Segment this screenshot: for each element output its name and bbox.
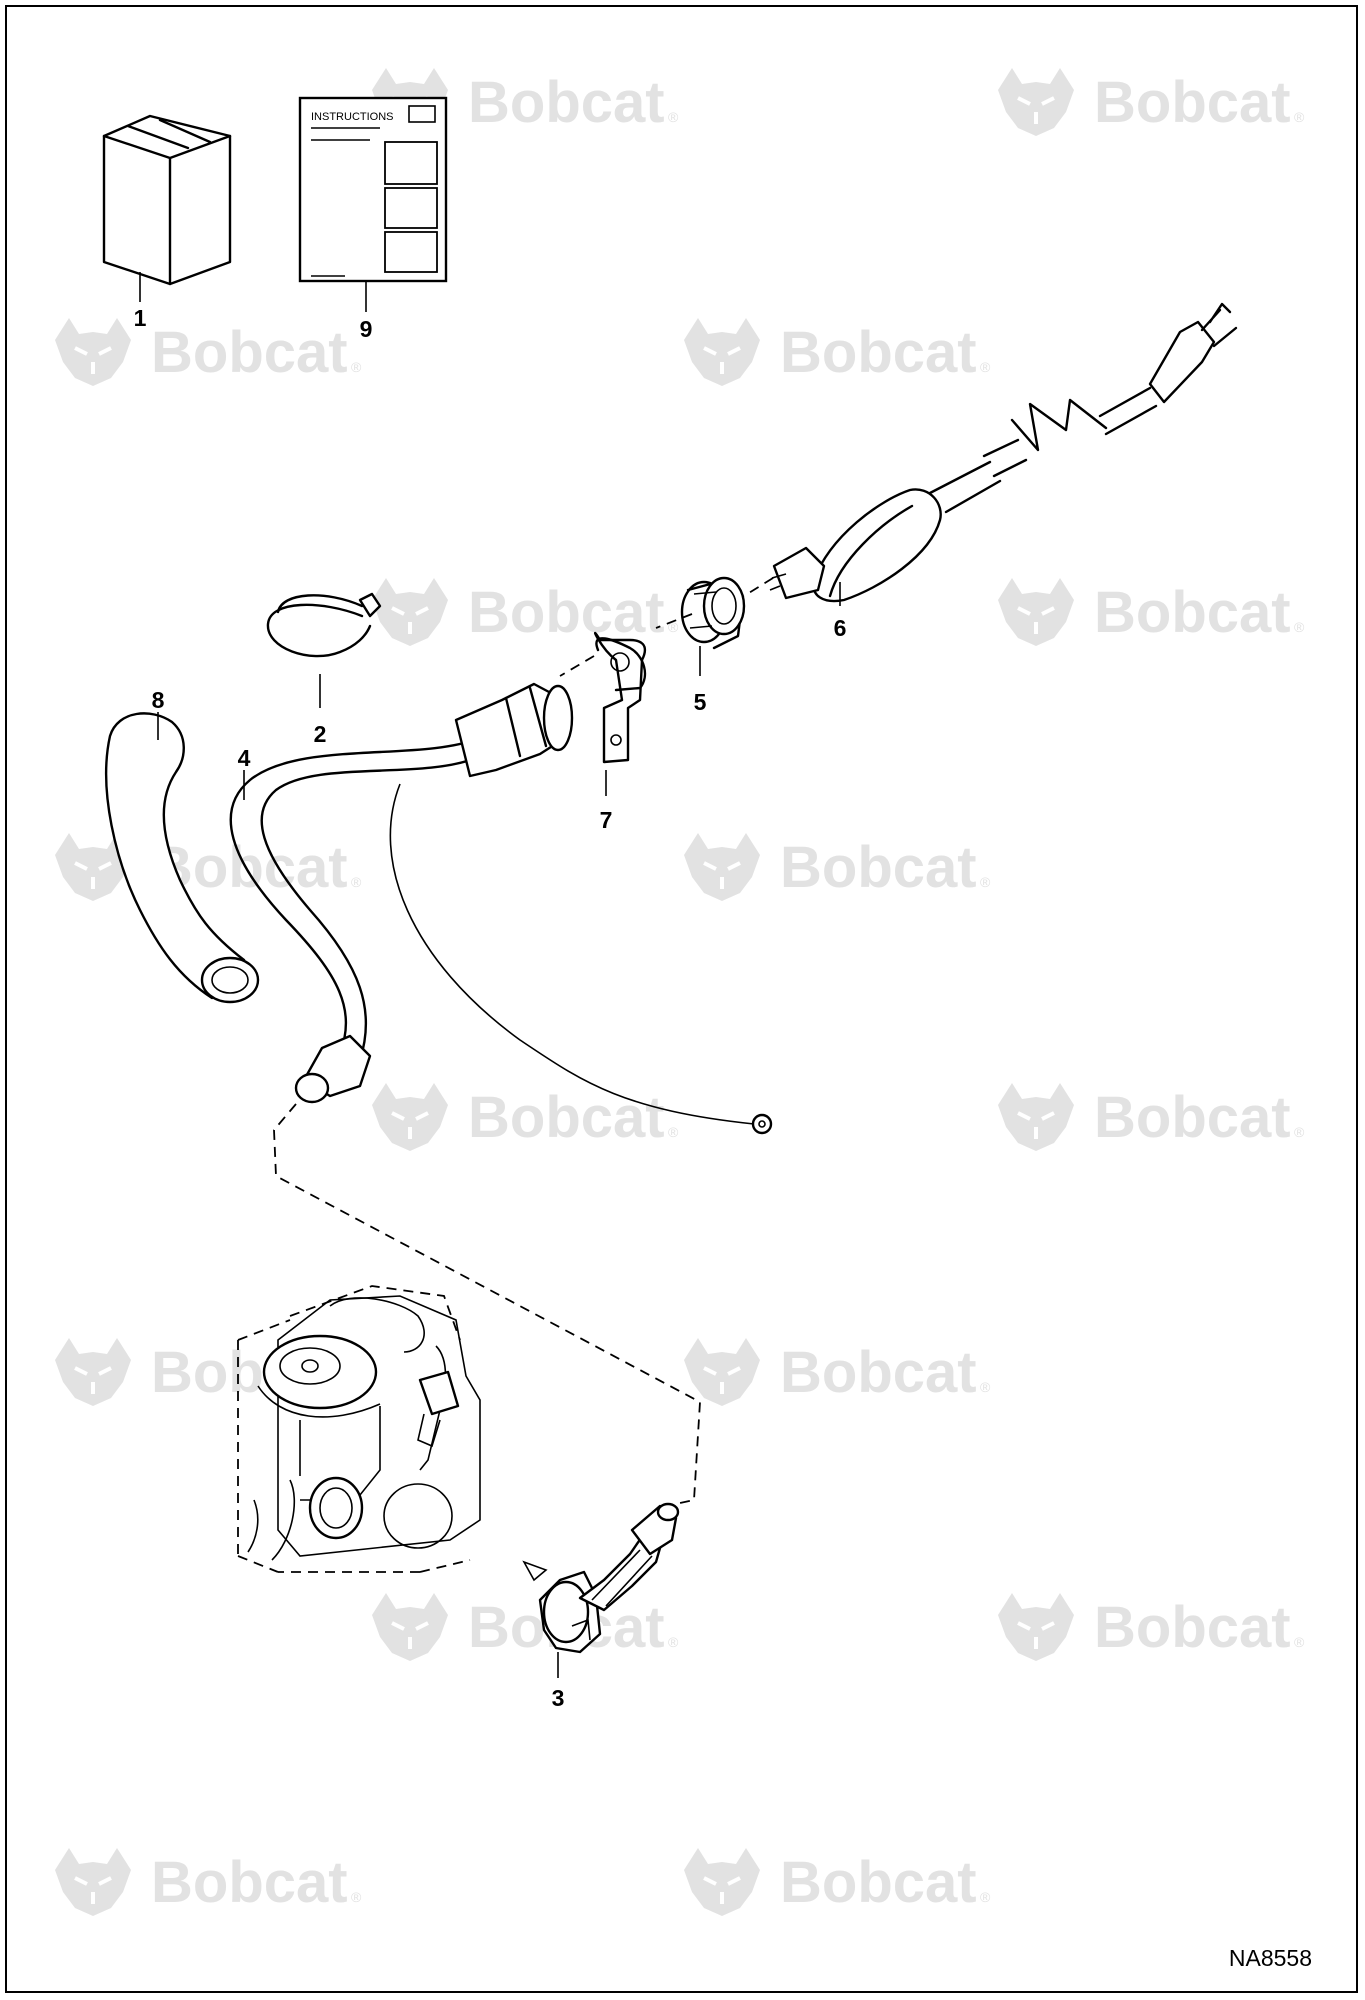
bobcat-logo-icon <box>682 1846 762 1918</box>
watermark: Bobcat® <box>53 1846 362 1918</box>
bobcat-logo-icon <box>682 1336 762 1408</box>
bobcat-logo-icon <box>996 1591 1076 1663</box>
watermark: Bobcat® <box>370 576 679 648</box>
bobcat-logo-icon <box>996 1081 1076 1153</box>
watermark-text: Bobcat <box>1094 70 1291 135</box>
bobcat-logo-icon <box>370 1081 450 1153</box>
watermark-text: Bobcat <box>780 1850 977 1915</box>
watermark-mark: ® <box>980 1889 991 1905</box>
watermark: Bobcat® <box>53 831 362 903</box>
bobcat-logo-icon <box>370 576 450 648</box>
bobcat-logo-icon <box>370 1591 450 1663</box>
watermark: Bobcat® <box>370 1081 679 1153</box>
watermark-mark: ® <box>668 109 679 125</box>
block-heater-icon <box>522 1502 680 1654</box>
figure-id: NA8558 <box>1229 1945 1312 1971</box>
watermark: Bobcat® <box>682 831 991 903</box>
watermark-text: Bobcat <box>468 70 665 135</box>
callout-9: 9 <box>360 316 373 342</box>
watermark-mark: ® <box>351 1889 362 1905</box>
callout-3: 3 <box>552 1685 565 1711</box>
watermark-text: Bobcat <box>151 320 348 385</box>
watermark: Bobcat® <box>53 316 362 388</box>
instruction-sheet-icon: INSTRUCTIONS <box>298 96 448 283</box>
hose-sleeve-icon <box>104 712 260 1004</box>
callout-1: 1 <box>134 305 147 331</box>
instructions-title: INSTRUCTIONS <box>311 111 394 123</box>
watermark: Bobcat® <box>996 66 1305 138</box>
watermark-mark: ® <box>980 874 991 890</box>
cable-tie-icon <box>266 592 382 658</box>
watermark-mark: ® <box>980 359 991 375</box>
watermark-mark: ® <box>668 1124 679 1140</box>
watermark: Bobcat® <box>996 1591 1305 1663</box>
watermark: Bobcat® <box>996 576 1305 648</box>
callout-2: 2 <box>314 721 327 747</box>
watermark-text: Bobcat <box>780 320 977 385</box>
engine-block-icon <box>237 1285 481 1573</box>
watermark: Bobcat® <box>370 66 679 138</box>
watermark-mark: ® <box>668 1634 679 1650</box>
watermark-mark: ® <box>1294 619 1305 635</box>
callout-8: 8 <box>152 687 165 713</box>
watermark-text: Bobcat <box>151 1850 348 1915</box>
watermark-text: Bobcat <box>780 835 977 900</box>
watermark-mark: ® <box>351 874 362 890</box>
watermark-text: Bobcat <box>468 580 665 645</box>
callout-7: 7 <box>600 807 613 833</box>
bobcat-logo-icon <box>996 576 1076 648</box>
watermark-mark: ® <box>1294 1124 1305 1140</box>
bobcat-logo-icon <box>53 316 133 388</box>
grommet-icon <box>680 576 746 650</box>
callout-5: 5 <box>694 689 707 715</box>
callout-6: 6 <box>834 615 847 641</box>
watermark: Bobcat® <box>996 1081 1305 1153</box>
watermark-text: Bobcat <box>1094 1085 1291 1150</box>
power-cord-icon <box>769 302 1238 603</box>
mounting-bracket-icon <box>594 631 647 764</box>
watermark-mark: ® <box>1294 109 1305 125</box>
callout-4: 4 <box>238 745 251 771</box>
kit-box-icon <box>102 114 232 286</box>
bobcat-logo-icon <box>682 316 762 388</box>
watermark-mark: ® <box>980 1379 991 1395</box>
watermark: Bobcat® <box>682 1336 991 1408</box>
bobcat-logo-icon <box>682 831 762 903</box>
watermark-text: Bobcat <box>468 1085 665 1150</box>
watermark: Bobcat® <box>682 316 991 388</box>
watermark-text: Bobcat <box>1094 1595 1291 1660</box>
heater-harness-icon <box>229 682 773 1135</box>
watermark-text: Bobcat <box>1094 580 1291 645</box>
watermark-mark: ® <box>351 359 362 375</box>
watermark-mark: ® <box>1294 1634 1305 1650</box>
bobcat-logo-icon <box>53 1336 133 1408</box>
watermark-mark: ® <box>668 619 679 635</box>
leader-lines <box>139 272 841 1678</box>
bobcat-logo-icon <box>53 1846 133 1918</box>
bobcat-logo-icon <box>996 66 1076 138</box>
watermark-text: Bobcat <box>780 1340 977 1405</box>
watermark: Bobcat® <box>682 1846 991 1918</box>
watermark: Bobcat® <box>370 1591 679 1663</box>
diagram-frame <box>5 5 1358 1993</box>
watermark-layer: Bobcat®Bobcat®Bobcat®Bobcat®Bobcat®Bobca… <box>53 66 1305 1918</box>
callout-labels: 1 9 2 5 6 7 8 4 3 <box>134 305 847 1711</box>
